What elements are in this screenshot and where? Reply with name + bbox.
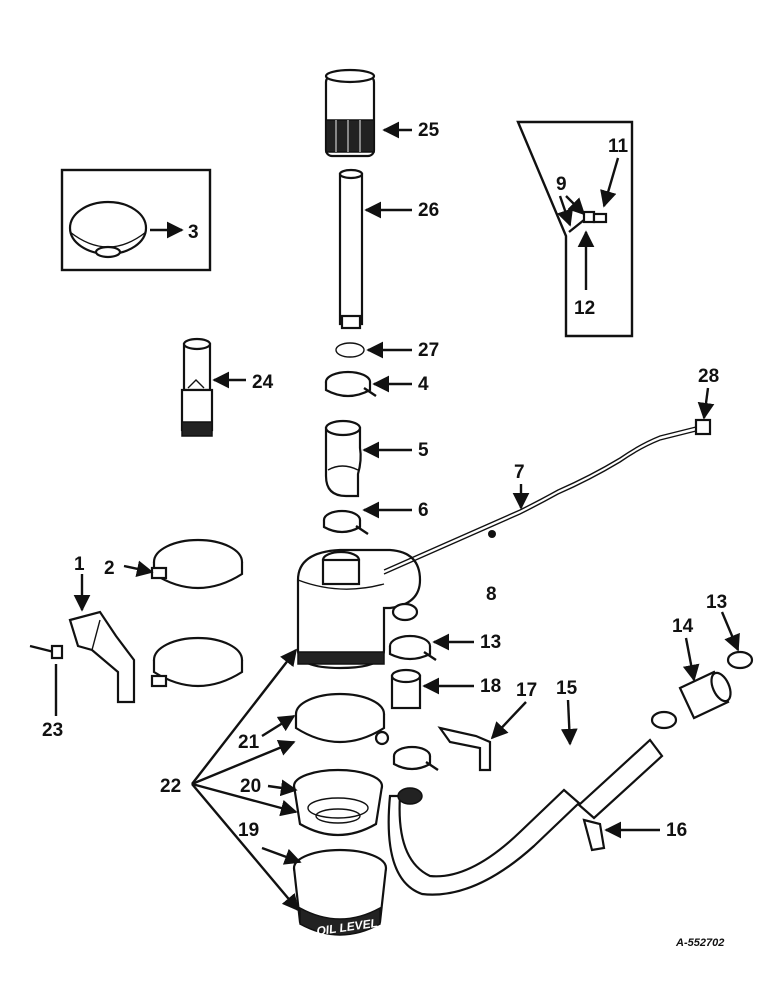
sleeve-part-18 — [390, 668, 474, 710]
clamp-part-4 — [324, 370, 412, 398]
callout-5: 5 — [418, 440, 429, 461]
bracket-part-1 — [68, 574, 136, 704]
ball-part-8 — [488, 530, 496, 538]
callout-27: 27 — [418, 340, 439, 361]
clamp-part-13-d — [720, 611, 754, 670]
intake-tube-part-26 — [338, 168, 412, 330]
ring-part-27 — [335, 341, 412, 359]
callout-22-arrows — [191, 648, 300, 912]
air-cleaner-body — [296, 548, 422, 670]
sleeve-part-14 — [678, 637, 732, 720]
callout-4: 4 — [418, 374, 429, 395]
callout-7: 7 — [514, 462, 525, 483]
callout-18: 18 — [480, 676, 501, 697]
callout-19: 19 — [238, 820, 259, 841]
clip-part-16 — [582, 818, 660, 852]
oil-cup-part-20 — [267, 768, 384, 837]
callout-20: 20 — [240, 776, 261, 797]
hose-part-15 — [387, 699, 664, 896]
callout-23: 23 — [42, 720, 63, 741]
bracket-part-17 — [437, 701, 527, 772]
callout-13: 13 — [480, 632, 501, 653]
drawing-number: A-552702 — [675, 937, 724, 949]
precleaner-part-25 — [324, 68, 412, 158]
callout-24: 24 — [252, 372, 274, 393]
bolt-part-23 — [29, 644, 64, 716]
callout-14: 14 — [672, 616, 694, 637]
callout-11: 11 — [608, 136, 629, 157]
callout-6: 6 — [418, 500, 429, 521]
band-clamp-lower — [150, 636, 244, 688]
callout-8: 8 — [486, 584, 497, 605]
callout-1: 1 — [74, 554, 85, 575]
callout-21: 21 — [238, 732, 260, 753]
clamp-part-13-b — [392, 745, 439, 771]
oil-cup-part-19 — [261, 846, 388, 936]
band-clamp-part-2 — [123, 538, 244, 590]
clamp-part-13-c — [650, 710, 678, 730]
rod-part-7 — [383, 425, 701, 575]
fitting-part-28 — [694, 387, 715, 436]
inset-box-fitting — [516, 120, 634, 338]
callout-13-upper: 13 — [706, 592, 727, 613]
callout-9: 9 — [556, 174, 567, 195]
clamp-part-6 — [322, 501, 412, 535]
callout-17: 17 — [516, 680, 537, 701]
inset-box-cap — [60, 168, 212, 272]
callout-22: 22 — [160, 776, 181, 797]
pipe-part-24 — [180, 337, 246, 437]
callout-16: 16 — [666, 820, 687, 841]
callout-15: 15 — [556, 678, 578, 699]
callout-12: 12 — [574, 298, 595, 319]
band-clamp-part-21 — [261, 692, 390, 746]
clamp-part-13-a — [388, 633, 474, 661]
callout-25: 25 — [418, 120, 440, 141]
callout-26: 26 — [418, 200, 439, 221]
callout-28: 28 — [698, 366, 719, 387]
elbow-part-5 — [324, 419, 412, 498]
callout-3: 3 — [188, 222, 199, 243]
callout-2: 2 — [104, 558, 115, 579]
